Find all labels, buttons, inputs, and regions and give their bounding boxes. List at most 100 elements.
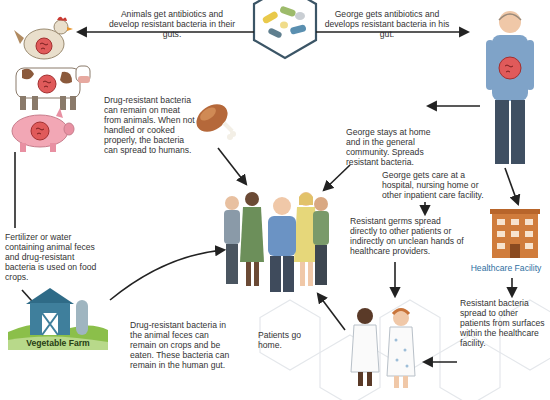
pig-icon-part [56,108,63,118]
annotation-text: George gets care at a hospital, nursing … [382,170,496,200]
flow-arrows-part [110,250,224,300]
chicken-icon-part [36,38,52,54]
flow-arrows-part [511,278,513,296]
community-people-part [300,262,305,286]
flow-arrows-part [324,165,350,190]
annotation-text: Resistant bacteria spread to other patie… [460,298,548,348]
community-people-part [226,244,238,284]
george-figure-part [499,57,521,79]
cow-icon-part [20,96,26,110]
flow-arrows-part [14,152,16,228]
patients-figures-part [394,376,399,388]
chicken-icon [14,17,73,59]
pig-icon-part [12,115,68,147]
healthcare-building-part [510,244,520,258]
cow-icon-part [16,68,80,98]
farm-illustration-part [30,303,70,335]
flow-arrows-part [318,294,345,330]
community-people-part [299,193,313,206]
antibiotics-hexagon-part [280,22,288,29]
cow-icon-part [78,76,90,83]
facility-node: Healthcare Facility [462,205,550,275]
george-figure-part [499,11,521,33]
patients-figures-part [393,310,409,326]
cow-icon-part [76,66,90,82]
pig-icon-part [20,143,26,152]
patients-figures-part [396,359,399,362]
patients-figures-part [395,339,398,342]
flow-arrows-part [424,202,426,214]
patients-figures-part [393,310,409,315]
antibiotics-hexagon-part [267,27,282,38]
flow-arrows-part [218,148,246,184]
patients-figures-part [351,325,379,372]
farm-illustration-part [26,288,74,304]
icon-label: Healthcare Facility [462,264,550,273]
patients-figures-part [403,376,408,388]
patients-figures-part [406,365,409,368]
chicken-icon-part [67,27,73,31]
meat-icon-part [191,98,233,137]
patients-figures [351,308,415,388]
cow-icon-part [70,96,76,110]
community-people-part [240,207,264,262]
antibiotics-hexagon-part [295,12,305,20]
community-people-part [245,192,259,206]
pig-icon-part [64,123,74,135]
patients-figures-part [357,308,373,324]
george-figure-part [511,100,525,164]
antibiotics-hexagon-part [289,24,306,35]
george-figure [486,11,534,164]
antibiotics-hexagon-part [254,0,316,58]
healthcare-building-part [525,219,533,225]
community-people-part [313,211,329,245]
annotation-text: Resistant germs spread directly to other… [350,216,464,256]
community-people-part [283,256,294,292]
healthcare-building-part [497,219,505,225]
icon-label: Vegetable Farm [8,339,108,348]
community-people-part [299,192,313,206]
healthcare-building-part [492,212,538,258]
community-people-part [273,197,291,215]
meat-icon-part [222,121,233,132]
meat-icon [191,98,236,140]
healthcare-building-part [497,231,505,237]
community-people-part [225,196,239,210]
meat-icon-part [198,105,218,124]
healthcare-building-part [525,243,533,249]
community-people-part [308,262,313,286]
george-figure-part [505,65,513,72]
annotation-text: Patients go home. [258,330,302,350]
annotation-text: Animals get antibiotics and develop resi… [108,9,236,39]
healthcare-building-part [497,243,505,249]
pig-icon-part [31,122,49,140]
patients-figures-part [387,327,415,376]
farm-illustration-part [42,313,58,335]
community-people-part [315,245,327,285]
flow-arrows [15,32,518,362]
antibiotics-hexagon-part [262,10,279,24]
george-figure-part [499,14,521,20]
healthcare-building-part [511,219,519,225]
meat-icon-part [227,134,233,140]
annotation-text: Fertilizer or water containing animal fe… [5,232,107,282]
annotation-text: Drug-resistant bacteria can remain on me… [104,95,196,155]
cow-icon-part [43,81,51,87]
community-people-part [268,216,296,256]
farm-node: Vegetable Farm [8,286,108,350]
community-people-part [246,262,251,286]
chicken-icon-part [40,43,48,49]
healthcare-building-part [490,209,540,214]
chicken-icon-part [57,17,67,21]
george-figure-part [526,40,534,90]
george-figure-part [495,100,509,164]
community-people-part [314,197,328,211]
cow-icon-part [32,96,38,110]
community-people-part [270,256,281,292]
cow-icon-part [60,72,72,84]
george-figure-part [486,40,494,90]
healthcare-building [490,209,540,258]
pig-icon-part [50,143,56,152]
flow-arrows-part [394,262,396,296]
